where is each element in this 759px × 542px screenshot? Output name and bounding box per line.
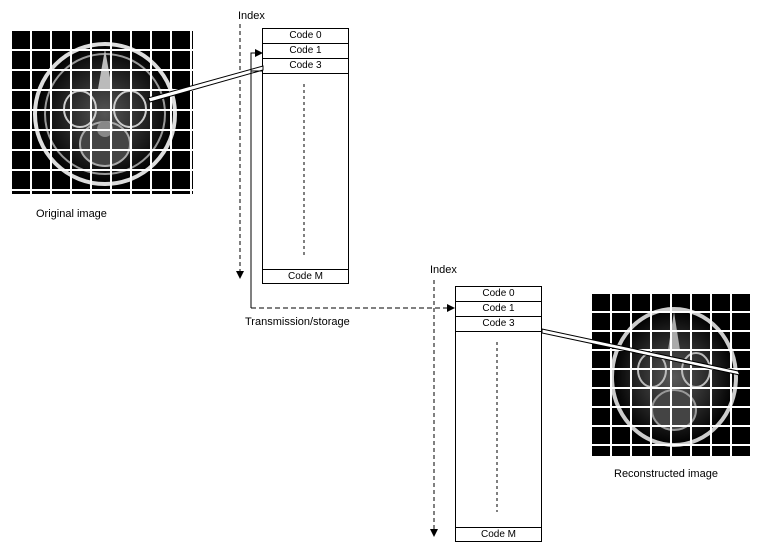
decoder-code-3: Code 3 [456,317,541,332]
encoder-lookup-arrow [250,49,263,72]
transmission-label: Transmission/storage [245,316,350,328]
encoder-codebook: Code 0 Code 1 Code 3 Code M [262,28,349,284]
original-image-caption: Original image [36,208,107,220]
encoder-mapping-wedge [147,65,264,103]
encoder-code-1: Code 1 [263,44,348,59]
decoder-index-label: Index [430,264,457,276]
decoder-mapping-wedge [541,328,741,376]
encoder-index-label: Index [238,10,265,22]
decoder-code-0: Code 0 [456,287,541,302]
encoder-code-3: Code 3 [263,59,348,74]
reconstructed-image [590,292,752,456]
original-image [10,29,193,194]
decoder-codebook: Code 0 Code 1 Code 3 Code M [455,286,542,542]
decoder-code-1: Code 1 [456,302,541,317]
encoder-code-0: Code 0 [263,29,348,44]
reconstructed-image-caption: Reconstructed image [614,468,718,480]
decoder-code-m: Code M [456,527,541,542]
encoder-code-m: Code M [263,269,348,284]
